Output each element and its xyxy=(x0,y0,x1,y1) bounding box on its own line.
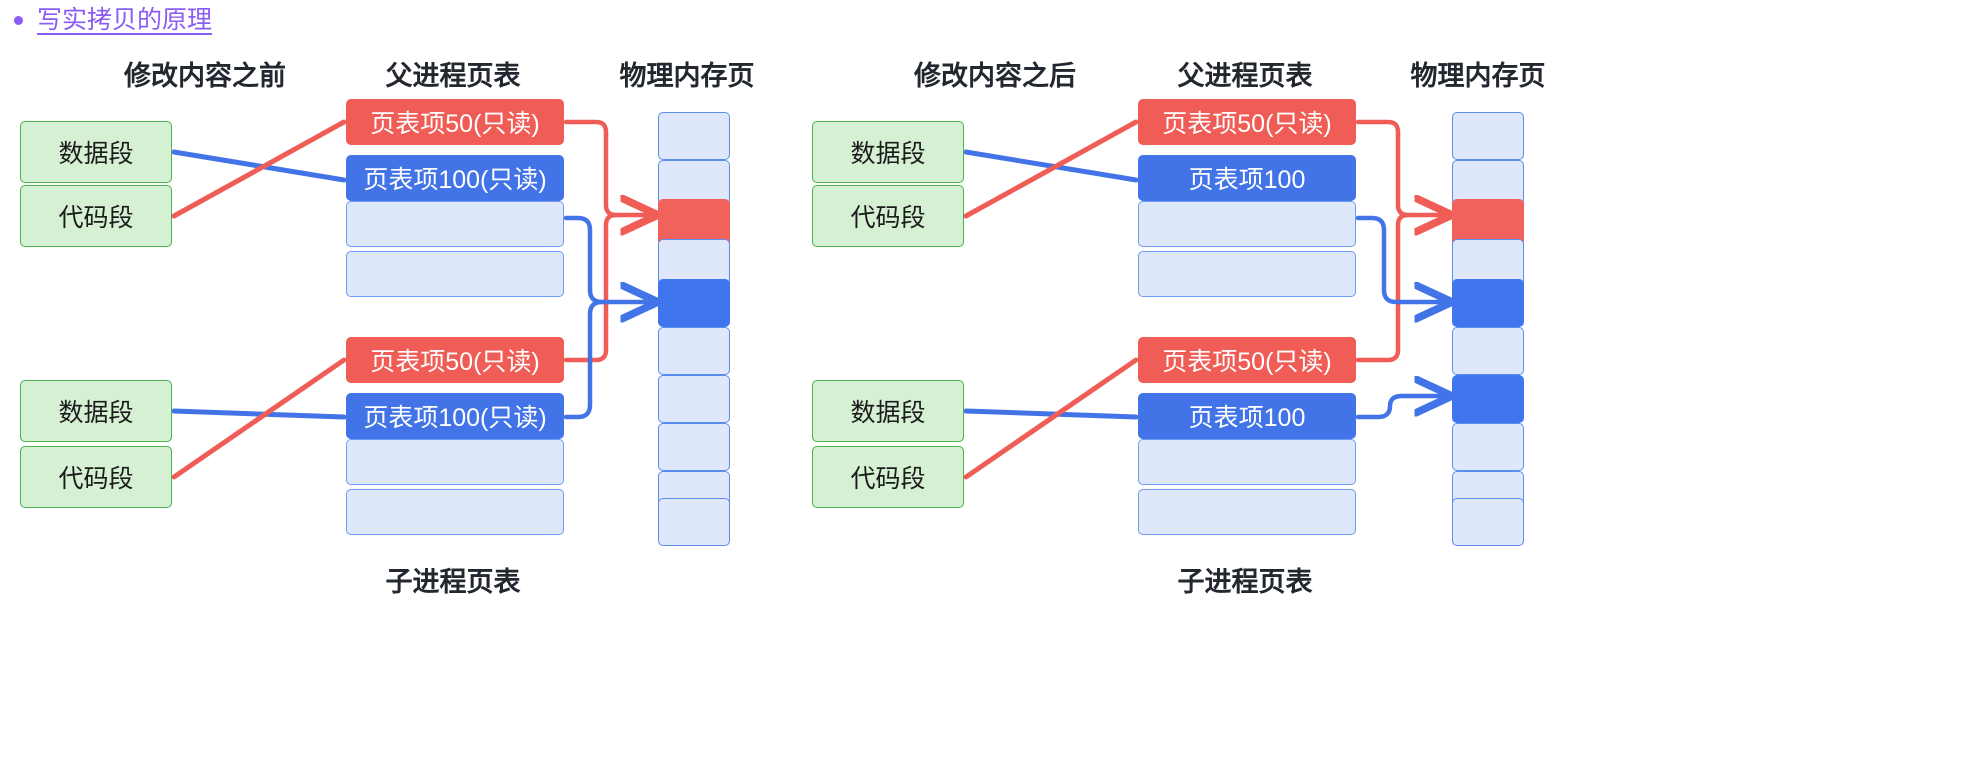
right-parent-pte-empty-2[interactable] xyxy=(1138,251,1356,297)
right-blue-memory-link-parent xyxy=(1355,215,1448,302)
left-parent-segment-code[interactable]: 代码段 xyxy=(20,185,172,247)
left-parent-pte-50[interactable]: 页表项50(只读) xyxy=(346,99,564,145)
left-memory-cell-blue[interactable] xyxy=(658,279,730,327)
right-child-pte-empty-1[interactable] xyxy=(1138,439,1356,485)
left-parent-cross-links xyxy=(171,119,347,219)
right-parent-segment-code[interactable]: 代码段 xyxy=(812,185,964,247)
left-child-table-caption: 子进程页表 xyxy=(385,567,521,597)
left-parent-segment-data[interactable]: 数据段 xyxy=(20,121,172,183)
left-child-pte-50[interactable]: 页表项50(只读) xyxy=(346,337,564,383)
left-child-pte-100[interactable]: 页表项100(只读) xyxy=(346,393,564,439)
left-memory-header: 物理内存页 xyxy=(619,61,755,91)
right-child-table-caption: 子进程页表 xyxy=(1177,567,1313,597)
right-parent-pte-50[interactable]: 页表项50(只读) xyxy=(1138,99,1356,145)
right-blue-memory-link-child xyxy=(1355,396,1448,420)
left-child-cross-links xyxy=(171,357,347,480)
left-parent-pte-100[interactable]: 页表项100(只读) xyxy=(346,155,564,201)
left-memory-cell[interactable] xyxy=(658,423,730,471)
left-memory-cell[interactable] xyxy=(658,327,730,375)
left-child-segment-code[interactable]: 代码段 xyxy=(20,446,172,508)
right-child-pte-50[interactable]: 页表项50(只读) xyxy=(1138,337,1356,383)
left-parent-pte-empty-2[interactable] xyxy=(346,251,564,297)
right-memory-cell-blue-copy[interactable] xyxy=(1452,375,1524,423)
left-red-memory-link xyxy=(563,119,654,363)
right-child-segment-code[interactable]: 代码段 xyxy=(812,446,964,508)
left-parent-pte-empty-1[interactable] xyxy=(346,201,564,247)
right-child-pte-empty-2[interactable] xyxy=(1138,489,1356,535)
right-caption-after: 修改内容之后 xyxy=(914,61,1076,91)
right-parent-pte-100[interactable]: 页表项100 xyxy=(1138,155,1356,201)
left-blue-memory-link xyxy=(563,215,654,420)
left-memory-cell[interactable] xyxy=(658,375,730,423)
right-memory-header: 物理内存页 xyxy=(1410,61,1546,91)
right-child-segment-data[interactable]: 数据段 xyxy=(812,380,964,442)
right-child-cross-links xyxy=(963,357,1139,480)
right-memory-cell-blue[interactable] xyxy=(1452,279,1524,327)
right-red-memory-link xyxy=(1355,119,1448,363)
left-child-segment-data[interactable]: 数据段 xyxy=(20,380,172,442)
left-parent-table-header: 父进程页表 xyxy=(385,61,521,91)
right-memory-cell[interactable] xyxy=(1452,112,1524,160)
left-caption-before: 修改内容之前 xyxy=(124,61,286,91)
right-child-pte-100[interactable]: 页表项100 xyxy=(1138,393,1356,439)
right-parent-pte-empty-1[interactable] xyxy=(1138,201,1356,247)
right-parent-cross-links xyxy=(963,119,1139,219)
left-memory-cell[interactable] xyxy=(658,498,730,546)
right-memory-cell[interactable] xyxy=(1452,327,1524,375)
right-parent-segment-data[interactable]: 数据段 xyxy=(812,121,964,183)
left-memory-cell[interactable] xyxy=(658,112,730,160)
right-memory-cell[interactable] xyxy=(1452,423,1524,471)
left-child-pte-empty-1[interactable] xyxy=(346,439,564,485)
right-memory-cell[interactable] xyxy=(1452,498,1524,546)
page-title-link[interactable]: 写实拷贝的原理 xyxy=(37,6,213,34)
left-child-pte-empty-2[interactable] xyxy=(346,489,564,535)
bullet-title-row: 写实拷贝的原理 xyxy=(8,0,212,40)
bullet-dot-icon xyxy=(14,15,23,25)
right-parent-table-header: 父进程页表 xyxy=(1177,61,1313,91)
